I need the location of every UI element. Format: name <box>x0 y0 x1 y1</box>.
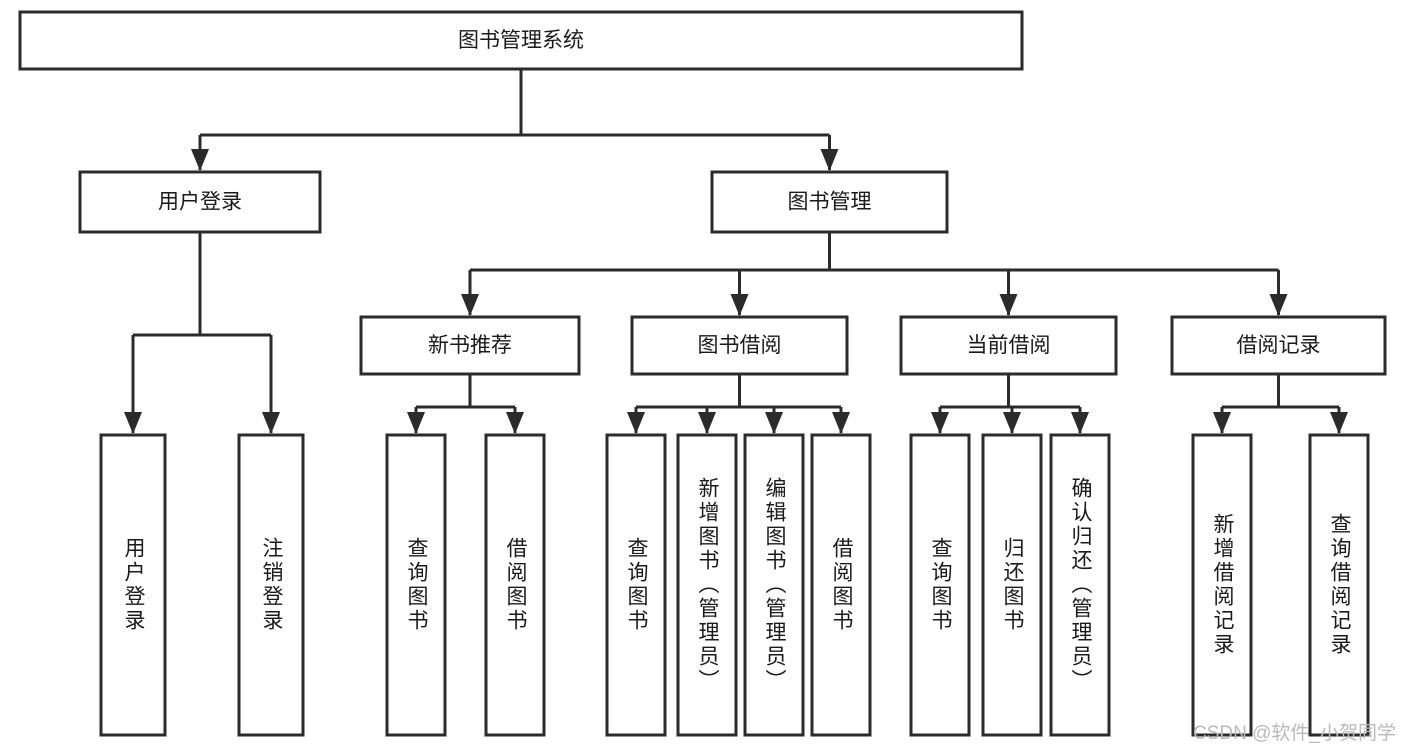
arrow-head-icon <box>698 412 716 434</box>
arrow-head-icon <box>627 412 645 434</box>
level2-node-0[interactable] <box>78 170 322 234</box>
arrow-head-icon <box>1269 294 1288 316</box>
level3-node-label-2: 当前借阅 <box>967 334 1051 357</box>
arrow-head-icon <box>461 294 479 316</box>
leaf-node-4[interactable] <box>605 433 667 737</box>
arrow-head-icon <box>1003 412 1021 434</box>
leaf-node-12[interactable] <box>1308 433 1370 737</box>
arrow-head-icon <box>124 412 142 434</box>
leaf-node-1[interactable] <box>237 433 305 737</box>
arrow-head-icon <box>931 412 949 434</box>
connectors-layer <box>124 69 1348 434</box>
leaf-node-5[interactable] <box>676 433 738 737</box>
arrow-head-icon <box>999 294 1018 316</box>
arrow-head-icon <box>191 149 209 171</box>
leaf-node-3[interactable] <box>484 433 546 737</box>
boxes-layer <box>18 10 1387 737</box>
level2-node-1[interactable] <box>710 170 949 234</box>
level3-node-1[interactable] <box>630 315 849 376</box>
arrow-head-icon <box>1330 412 1348 434</box>
arrow-head-icon <box>820 149 839 171</box>
leaf-node-7[interactable] <box>810 433 872 737</box>
leaf-node-6[interactable] <box>743 433 805 737</box>
level3-node-label-0: 新书推荐 <box>428 334 512 357</box>
level3-node-0[interactable] <box>359 315 581 376</box>
leaf-node-11[interactable] <box>1191 433 1253 737</box>
level2-node-label-0: 用户登录 <box>158 191 242 214</box>
leaf-node-9[interactable] <box>981 433 1043 737</box>
level2-node-label-1: 图书管理 <box>788 191 872 214</box>
root-node-label: 图书管理系统 <box>458 29 584 52</box>
arrow-head-icon <box>765 412 783 434</box>
level3-node-3[interactable] <box>1170 315 1387 376</box>
arrow-head-icon <box>730 294 749 316</box>
arrow-head-icon <box>1071 412 1089 434</box>
leaf-node-0[interactable] <box>99 433 167 737</box>
csdn-watermark: CSDN @软件_小贺同学 <box>1193 723 1396 744</box>
root-node[interactable] <box>18 10 1024 71</box>
leaf-node-8[interactable] <box>909 433 971 737</box>
arrow-head-icon <box>262 412 280 434</box>
arrow-head-icon <box>407 412 425 434</box>
arrow-head-icon <box>832 412 850 434</box>
leaf-node-2[interactable] <box>385 433 447 737</box>
arrow-head-icon <box>1213 412 1231 434</box>
leaf-node-10[interactable] <box>1049 433 1111 737</box>
level3-node-label-3: 借阅记录 <box>1237 334 1321 357</box>
arrow-head-icon <box>506 412 524 434</box>
level3-node-2[interactable] <box>899 315 1118 376</box>
level3-node-label-1: 图书借阅 <box>698 334 782 357</box>
